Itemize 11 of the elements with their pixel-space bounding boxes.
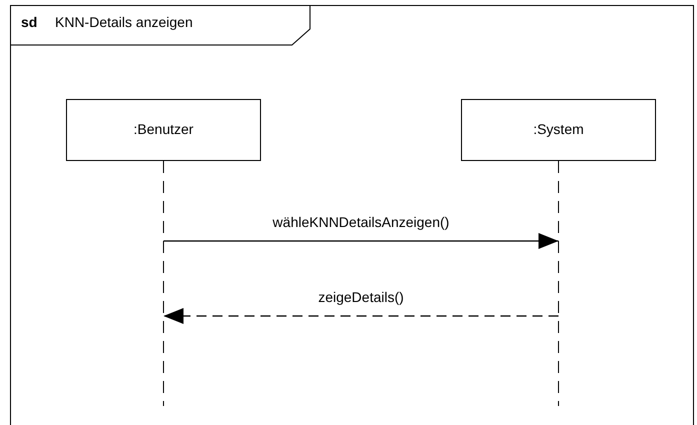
lifeline: [66, 99, 261, 406]
message-arrow: [164, 233, 558, 249]
message-label: zeigeDetails(): [317, 289, 405, 305]
participant-name: :System: [532, 121, 585, 137]
frame-title: KNN-Details anzeigen: [55, 14, 193, 30]
participant-name: :Benutzer: [132, 121, 194, 137]
frame-keyword: sd: [21, 14, 38, 30]
lifeline: [461, 99, 656, 406]
message-label: wähleKNNDetailsAnzeigen(): [272, 214, 450, 230]
return-message-arrow: [164, 308, 558, 324]
frame: [10, 5, 694, 425]
